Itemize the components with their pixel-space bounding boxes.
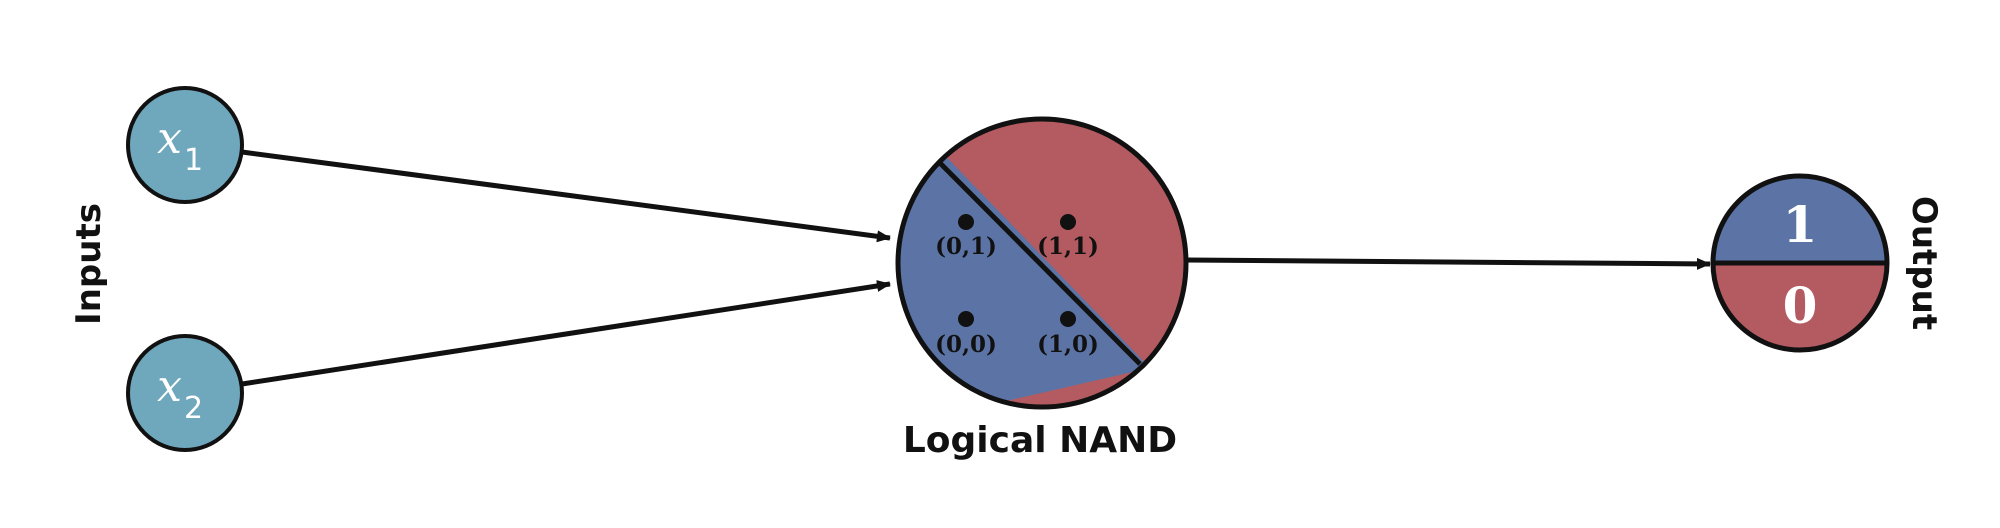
point-dot [958,311,974,327]
svg-text:2: 2 [184,391,203,426]
input-circle-x1 [126,86,244,204]
output-value-top: 1 [1783,195,1818,254]
input-var-x1: x [157,113,182,164]
input-sub-x2: 2 [184,391,203,426]
input-node-x2: x 2 [126,334,244,452]
output-value-bottom: 0 [1783,276,1818,335]
svg-text:x: x [157,113,182,164]
decision-boundary [936,159,1142,366]
output-node: 1 0 [1710,173,1890,353]
output-outline [1710,173,1890,353]
edge-gate-to-output [1185,257,1711,270]
point-1-1: (1,1) [1037,214,1099,260]
input-sub-x1: 1 [184,143,203,178]
nand-gate-node: (0,1) (1,1) (0,0) (1,0) [895,116,1189,410]
point-0-0: (0,0) [935,311,997,358]
inputs-label: Inputs [69,203,109,325]
svg-text:x: x [157,361,182,412]
gate-outline [895,116,1189,410]
gate-label: Logical NAND [903,420,1177,461]
edge-x2-to-gate [241,280,891,387]
point-dot [958,214,974,230]
point-label: (0,0) [935,331,997,358]
point-0-1: (0,1) [935,214,997,260]
svg-text:1: 1 [184,143,203,178]
point-label: (0,1) [935,233,997,260]
point-label: (1,1) [1037,233,1099,260]
point-dot [1060,311,1076,327]
edge-x1-to-gate [241,149,891,243]
input-node-x1: x 1 [126,86,244,204]
input-circle-x2 [126,334,244,452]
point-label: (1,0) [1037,331,1099,358]
gate-region-one [898,140,1150,407]
point-dot [1060,214,1076,230]
output-label: Output [1904,196,1944,330]
point-1-0: (1,0) [1037,311,1099,358]
input-var-x2: x [157,361,182,412]
